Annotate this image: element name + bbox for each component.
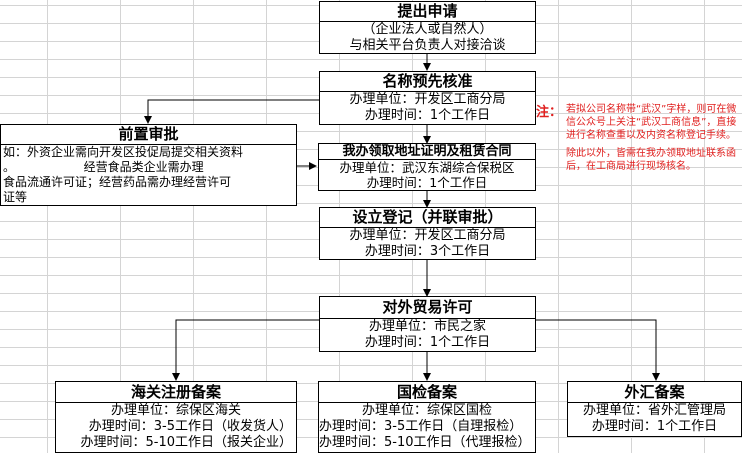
note-label: 注： (536, 105, 563, 120)
step-customs-line-3: 办理时间：5-10工作日（报关企业） (80, 435, 292, 450)
step-submit-title: 提出申请 (320, 2, 535, 22)
step-forex-registration: 外汇备案 办理单位：省外汇管理局 办理时间：1个工作日 (567, 381, 742, 437)
step-preapproval-line-1: 如：外资企业需向开发区投促局提交相关资料 (3, 145, 244, 159)
step-submit-application: 提出申请 （企业法人或自然人） 与相关平台负责人对接洽谈 (319, 1, 536, 54)
step-address-certificate: 我办领取地址证明及租赁合同 办理单位：武汉东湖综合保税区 办理时间：1个工作日 (318, 143, 536, 191)
step-submit-line-2: 与相关平台负责人对接洽谈 (349, 38, 506, 53)
step-forex-title: 外汇备案 (568, 382, 741, 403)
step-customs-registration: 海关注册备案 办理单位：综保区海关 办理时间：3-5工作日（收发货人） 办理时间… (55, 381, 297, 453)
step-name-title: 名称预先核准 (320, 72, 535, 92)
step-submit-line-1: （企业法人或自然人） (362, 22, 493, 37)
step-name-preapproval: 名称预先核准 办理单位：开发区工商分局 办理时间：1个工作日 (319, 71, 536, 125)
step-preapproval-line-4: 证等 (3, 190, 28, 204)
step-customs-line-1: 办理单位：综保区海关 (110, 403, 241, 418)
step-customs-line-2: 办理时间：3-5工作日（收发货人） (88, 419, 292, 434)
step-trade-line-1: 办理单位：市民之家 (368, 319, 486, 334)
step-trade-line-2: 办理时间：1个工作日 (364, 335, 491, 350)
step-trade-title: 对外贸易许可 (320, 297, 535, 319)
note-paragraph-1: 若拟公司名称带“武汉”字样，则可在微信公众号上关注“武汉工商信息”，直接进行名称… (566, 104, 737, 141)
arrow-trade-to-customs (172, 319, 320, 381)
name-check-note: 注： 若拟公司名称带“武汉”字样，则可在微信公众号上关注“武汉工商信息”，直接进… (536, 103, 740, 173)
step-preapproval-line-2: 。 经营食品类企业需办理 (3, 160, 204, 174)
arrow-name-to-preapproval (144, 99, 319, 124)
step-address-title: 我办领取地址证明及租赁合同 (319, 144, 535, 160)
step-inspection-line-2: 办理时间：3-5工作日（自理报检） (319, 419, 523, 434)
note-paragraph-2: 除此以外，皆需在我办领取地址联系函后，在工商局进行现场核名。 (566, 148, 736, 172)
step-customs-title: 海关注册备案 (56, 382, 296, 403)
step-forex-line-2: 办理时间：1个工作日 (591, 419, 718, 434)
step-inspection-registration: 国检备案 办理单位：综保区国检 办理时间：3-5工作日（自理报检） 办理时间：5… (318, 381, 536, 453)
step-forex-line-1: 办理单位：省外汇管理局 (582, 403, 726, 418)
step-foreign-trade-license: 对外贸易许可 办理单位：市民之家 办理时间：1个工作日 (319, 296, 536, 352)
step-address-line-1: 办理单位：武汉东湖综合保税区 (339, 160, 515, 175)
arrow-trade-to-forex (535, 319, 660, 381)
step-inspection-line-1: 办理单位：综保区国检 (361, 403, 492, 418)
step-register-line-2: 办理时间：3个工作日 (364, 244, 491, 259)
step-inspection-title: 国检备案 (319, 382, 535, 403)
step-name-line-2: 办理时间：1个工作日 (364, 108, 491, 123)
step-name-line-1: 办理单位：开发区工商分局 (349, 92, 506, 107)
step-preapproval-line-3: 食品流通许可证；经营药品需办理经营许可 (3, 175, 232, 189)
step-preapproval-title: 前置审批 (1, 125, 296, 145)
step-inspection-line-3: 办理时间：5-10工作日（代理报检） (319, 435, 531, 450)
step-address-line-2: 办理时间：1个工作日 (366, 175, 488, 190)
step-register-line-1: 办理单位：开发区工商分局 (349, 228, 506, 243)
step-pre-approval: 前置审批 如：外资企业需向开发区投促局提交相关资料 。 经营食品类企业需办理 食… (0, 124, 297, 206)
step-register-title: 设立登记（并联审批） (320, 208, 535, 228)
step-establishment-registration: 设立登记（并联审批） 办理单位：开发区工商分局 办理时间：3个工作日 (319, 207, 536, 260)
